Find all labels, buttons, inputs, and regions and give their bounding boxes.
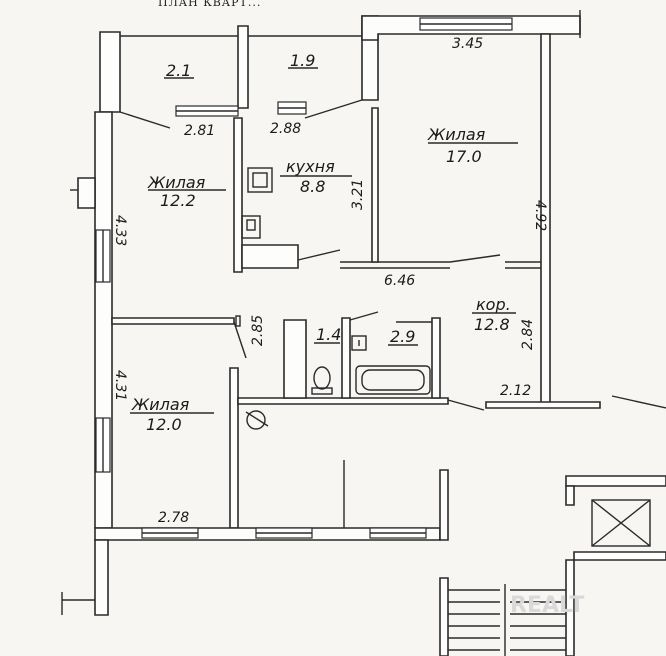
sink-icon xyxy=(241,215,261,239)
walls xyxy=(61,10,666,656)
toilet-icon xyxy=(311,366,333,395)
area-balcony-left: 2.1 xyxy=(166,61,191,80)
dim-3-21: 3.21 xyxy=(350,179,366,210)
dimensions: 2.81 2.88 3.45 6.46 2.12 2.78 4.92 3.21 … xyxy=(112,36,548,526)
room-name-kitchen: кухня xyxy=(286,157,335,176)
windows xyxy=(95,17,513,539)
room-name-living-1: Жилая xyxy=(147,173,206,192)
washbasin-corner-icon xyxy=(245,410,269,430)
room-labels: Жилая 12.2 Жилая 17.0 кухня 8.8 Жилая 12… xyxy=(130,51,518,434)
dim-6-46: 6.46 xyxy=(384,273,415,289)
dim-2-81: 2.81 xyxy=(184,123,215,139)
stove-icon xyxy=(247,167,273,193)
dim-2-85: 2.85 xyxy=(250,315,266,346)
room-area-corridor: 12.8 xyxy=(474,315,510,334)
room-area-kitchen: 8.8 xyxy=(300,177,325,196)
fixtures xyxy=(235,167,431,430)
dim-2-84: 2.84 xyxy=(520,319,536,350)
plan-title: ПЛАН КВАРТ... xyxy=(158,0,261,9)
washbasin-icon xyxy=(351,335,367,351)
area-wc: 1.4 xyxy=(316,325,341,344)
bathtub-icon xyxy=(355,365,431,395)
room-name-corridor: кор. xyxy=(476,295,511,314)
dim-4-33: 4.33 xyxy=(112,215,128,246)
watermark-text: REALT xyxy=(510,593,584,618)
room-area-living-1: 12.2 xyxy=(160,191,196,210)
dim-2-12: 2.12 xyxy=(500,383,531,399)
dim-2-78: 2.78 xyxy=(158,510,189,526)
room-area-living-3: 12.0 xyxy=(146,415,182,434)
room-area-living-2: 17.0 xyxy=(446,147,482,166)
room-name-living-2: Жилая xyxy=(427,125,486,144)
dim-4-92: 4.92 xyxy=(532,200,548,231)
dim-3-45: 3.45 xyxy=(452,36,483,52)
area-balcony-right: 1.9 xyxy=(290,51,315,70)
room-name-living-3: Жилая xyxy=(131,395,190,414)
dim-4-31: 4.31 xyxy=(112,370,128,401)
dim-2-88: 2.88 xyxy=(270,121,301,137)
stair-treads xyxy=(448,584,566,656)
area-bath: 2.9 xyxy=(390,327,415,346)
